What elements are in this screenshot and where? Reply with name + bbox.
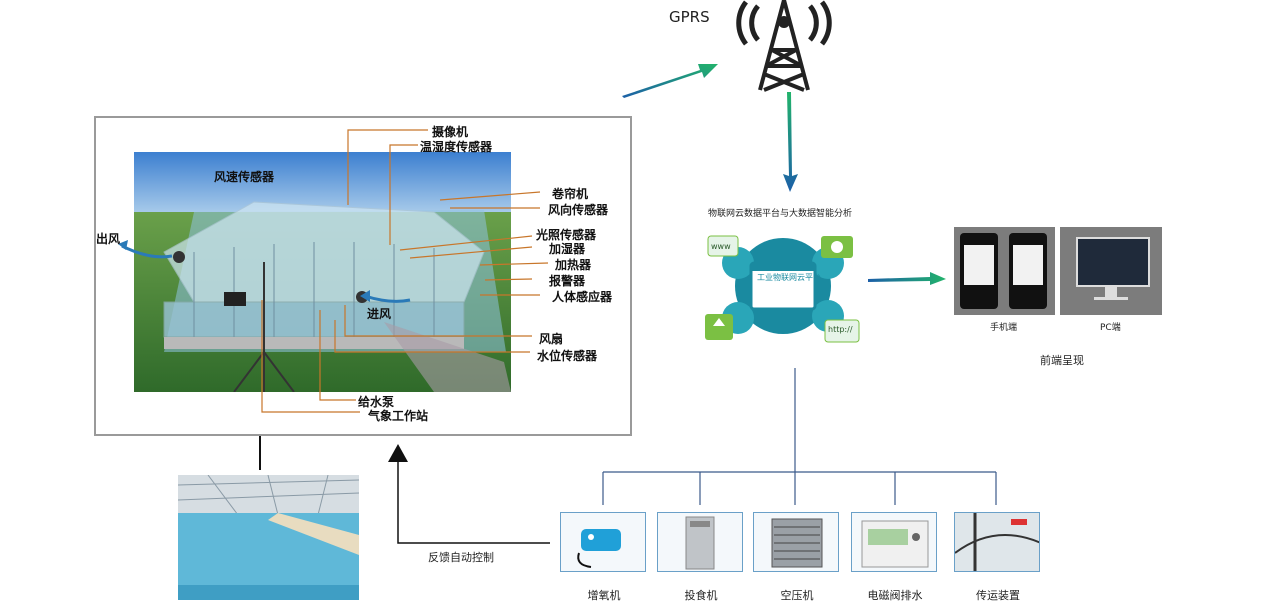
label-humidifier: 加湿器 bbox=[549, 242, 586, 256]
label-curtain: 卷帘机 bbox=[552, 187, 589, 201]
pool-photo bbox=[178, 475, 359, 600]
mobile-label: 手机端 bbox=[990, 323, 1018, 333]
gprs-label: GPRS bbox=[669, 8, 710, 26]
feedback-arrowhead bbox=[388, 444, 408, 462]
device-name: 电磁阀排水 bbox=[867, 589, 923, 602]
device-feeder bbox=[657, 512, 743, 572]
label-water-level: 水位传感器 bbox=[537, 349, 598, 363]
label-weather-station: 气象工作站 bbox=[368, 409, 429, 423]
mobile-screenshot bbox=[954, 227, 1055, 315]
label-wind-direction: 风向传感器 bbox=[548, 203, 609, 217]
label-alarm: 报警器 bbox=[549, 274, 586, 288]
device-name: 增氧机 bbox=[587, 589, 621, 602]
uplink-arrow bbox=[622, 64, 718, 98]
feedback-label: 反馈自动控制 bbox=[428, 551, 494, 564]
label-air-in: 进风 bbox=[367, 307, 392, 321]
www-label: www bbox=[711, 242, 731, 251]
label-water-pump: 给水泵 bbox=[358, 395, 395, 409]
device-name: 空压机 bbox=[780, 589, 814, 602]
device-air-compressor bbox=[753, 512, 839, 572]
label-wind-speed: 风速传感器 bbox=[214, 170, 275, 184]
greenhouse-scene bbox=[134, 152, 511, 392]
frontend-arrow bbox=[868, 272, 946, 285]
pc-screenshot bbox=[1060, 227, 1162, 315]
frontend-caption: 前端呈现 bbox=[1040, 354, 1084, 367]
device-solenoid-valve bbox=[851, 512, 937, 572]
label-fan: 风扇 bbox=[539, 332, 564, 346]
label-human-sensor: 人体感应器 bbox=[552, 290, 613, 304]
label-temp-humidity: 温湿度传感器 bbox=[420, 140, 493, 154]
label-air-out: 出风 bbox=[96, 232, 121, 246]
label-light: 光照传感器 bbox=[536, 228, 597, 242]
device-name: 投食机 bbox=[684, 589, 718, 602]
pc-label: PC端 bbox=[1100, 323, 1121, 333]
platform-title: 物联网云数据平台与大数据智能分析 bbox=[708, 209, 853, 219]
http-label: http:// bbox=[828, 325, 853, 334]
tower-icon bbox=[736, 0, 832, 92]
device-aerator bbox=[560, 512, 646, 572]
platform-center-label: 工业物联网云平台 bbox=[757, 273, 821, 282]
label-heater: 加热器 bbox=[555, 258, 592, 272]
device-conveyor bbox=[954, 512, 1040, 572]
downlink-arrow bbox=[783, 92, 798, 192]
label-camera: 摄像机 bbox=[432, 125, 469, 139]
cloud-platform-graphic bbox=[705, 235, 860, 343]
device-name: 传运装置 bbox=[976, 589, 1020, 602]
